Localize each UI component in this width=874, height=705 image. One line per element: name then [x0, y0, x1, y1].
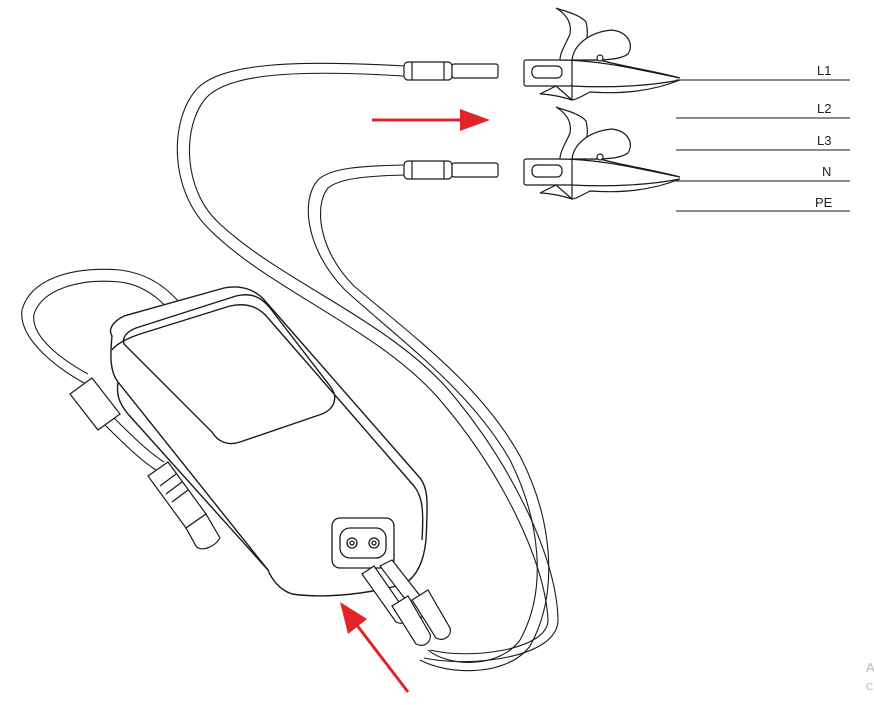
clip-lever	[571, 29, 631, 61]
clip-socket-hole	[531, 65, 563, 79]
lower-lead-plug	[403, 160, 499, 180]
adapter-input-socket	[331, 517, 395, 569]
power-cord-inner	[33, 280, 191, 375]
socket-lead-plugs	[361, 559, 451, 646]
mains-wires	[676, 79, 850, 212]
crocodile-clip-lower	[523, 106, 681, 200]
lower-lead-cable-inner	[319, 174, 550, 672]
upper-plug-tip	[451, 63, 499, 79]
socket-pin-left-hole	[349, 540, 355, 546]
dc-plug-tip	[185, 513, 221, 550]
arrow-up-head	[340, 602, 367, 634]
edge-fragment-bottom: C	[866, 682, 873, 693]
indicator-arrows	[340, 109, 490, 693]
lower-plug-tip	[451, 162, 499, 178]
wire-label-l2: L2	[817, 101, 831, 116]
socket-pin-right-hole	[371, 540, 377, 546]
socket-plug-right-grip	[411, 589, 451, 640]
arrow-right-head	[460, 109, 490, 131]
clip-pivot	[596, 153, 604, 161]
dc-plug	[147, 461, 221, 550]
crocodile-clip-upper	[523, 7, 681, 101]
ferrite-bead-body	[69, 377, 121, 431]
test-lead-cables	[176, 62, 559, 672]
socket-plug-left-grip	[391, 595, 431, 646]
power-cord-tail	[99, 419, 157, 471]
dc-plug-groove	[159, 473, 177, 487]
clip-tail	[539, 184, 573, 200]
adapter-bottom-edge	[116, 381, 269, 571]
arrow-up-shaft	[354, 623, 410, 693]
adapter-display-panel	[122, 294, 336, 445]
clip-lower-jaw	[571, 178, 681, 200]
upper-plug-grip	[403, 61, 453, 81]
dc-plug-groove	[171, 489, 189, 503]
clip-tail	[539, 85, 573, 101]
lower-lead-cable	[307, 164, 538, 663]
wire-label-pe: PE	[815, 195, 833, 210]
lower-plug-grip	[403, 160, 453, 180]
dc-plug-groove	[165, 481, 183, 495]
upper-lead-cable	[176, 62, 549, 655]
clip-pivot	[596, 54, 604, 62]
clip-lever	[571, 128, 631, 160]
wire-label-l1: L1	[817, 63, 831, 78]
clip-socket-hole	[531, 164, 563, 178]
wire-label-n: N	[822, 164, 831, 179]
wire-label-l3: L3	[817, 133, 831, 148]
adapter-top-face	[111, 304, 424, 541]
ferrite-bead	[69, 377, 121, 431]
power-cord-outer	[21, 268, 201, 385]
upper-lead-plug	[403, 61, 499, 81]
socket-face	[339, 527, 387, 559]
edge-fragment-top: A	[866, 660, 874, 675]
upper-lead-cable-inner	[188, 72, 559, 663]
clip-lower-jaw	[571, 79, 681, 101]
